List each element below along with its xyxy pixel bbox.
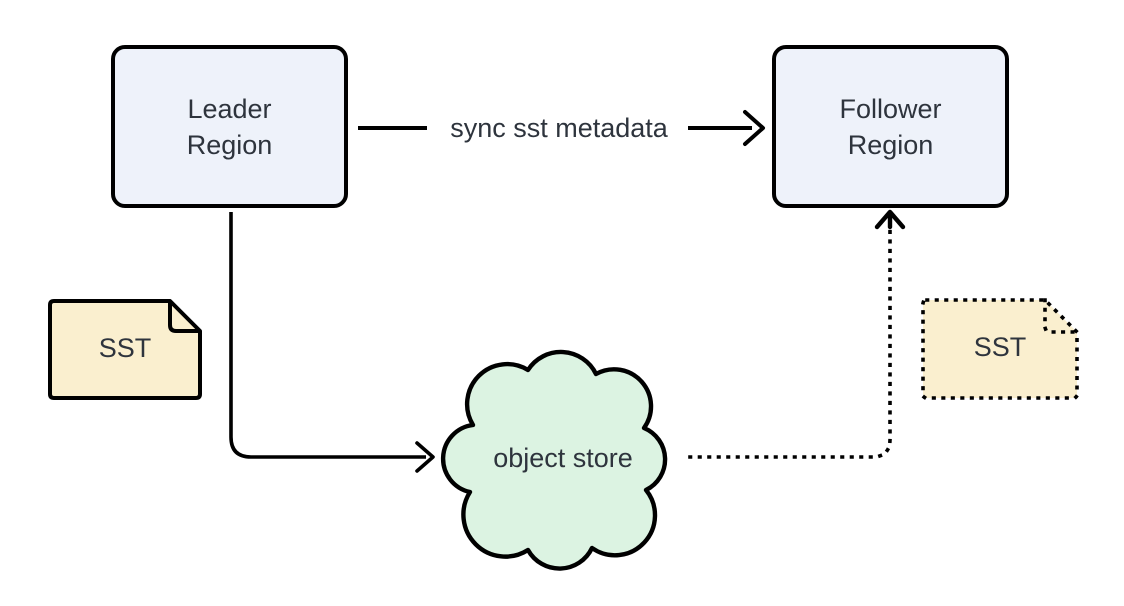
leader-region-node xyxy=(111,45,348,208)
sst-page-shape xyxy=(921,298,1079,400)
arrowhead-up-icon xyxy=(874,209,906,230)
sst-file-leader xyxy=(48,299,202,400)
sst-page-fold-icon xyxy=(1043,298,1079,334)
sst-page-fold-icon xyxy=(168,301,200,333)
leader-to-object-store-path xyxy=(229,212,426,459)
follower-region-box xyxy=(772,45,1009,208)
object-store-cloud xyxy=(440,349,668,571)
sst-page-shape xyxy=(48,299,202,400)
object-store-to-follower-path xyxy=(688,226,892,459)
leader-region-box xyxy=(111,45,348,208)
sst-file-follower xyxy=(921,298,1079,400)
cloud-shape xyxy=(440,349,668,571)
leader-to-object-store-edge xyxy=(229,212,435,473)
arrowhead-right-icon xyxy=(743,110,765,146)
arrowhead-right-icon xyxy=(415,441,435,473)
object-store-to-follower-edge xyxy=(688,209,906,459)
sync-metadata-edge xyxy=(358,110,765,146)
follower-region-node xyxy=(772,45,1009,208)
